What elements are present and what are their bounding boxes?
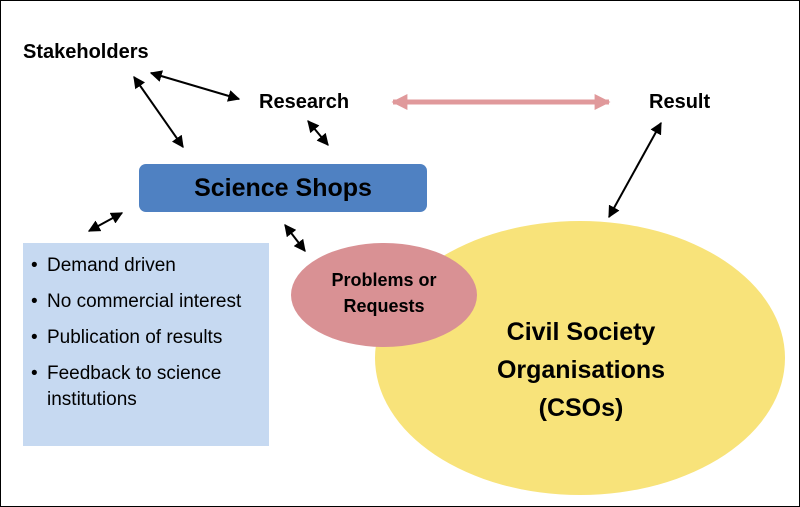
research-label: Research xyxy=(259,91,350,113)
science-shops-label: Science Shops xyxy=(194,173,372,202)
feature-text: Feedback to science institutions xyxy=(47,363,222,410)
stakeholders-label: Stakeholders xyxy=(23,41,149,63)
feature-item: • Demand driven xyxy=(31,253,261,279)
feature-item: • Publication of results xyxy=(31,325,261,351)
bullet-icon: • xyxy=(31,363,38,384)
stakeholders-science-shops-arrow-icon xyxy=(133,76,184,148)
problems-label-line: Problems or xyxy=(331,270,437,290)
research-science-shops-arrow-icon xyxy=(307,120,329,146)
feature-text: No commercial interest xyxy=(47,291,242,312)
problems-node xyxy=(291,243,477,347)
problems-label: Problems or Requests xyxy=(291,267,477,319)
cso-label-line: Organisations xyxy=(496,356,666,384)
stakeholders-research-arrow-icon xyxy=(149,70,241,102)
cso-label: Civil Society Organisations (CSOs) xyxy=(421,313,741,427)
science-shops-node: Science Shops xyxy=(139,164,427,212)
bullet-icon: • xyxy=(31,291,38,312)
cso-label-line: (CSOs) xyxy=(538,394,624,422)
bullet-icon: • xyxy=(31,327,38,348)
features-box: • Demand driven • No commercial interest… xyxy=(23,243,269,446)
problems-label-line: Requests xyxy=(343,296,425,316)
feature-item: • Feedback to science institutions xyxy=(31,361,261,413)
science-shops-problems-arrow-icon xyxy=(284,224,306,252)
feature-item: • No commercial interest xyxy=(31,289,261,315)
result-cso-arrow-icon xyxy=(608,121,662,219)
science-shops-features-arrow-icon xyxy=(87,212,124,232)
bullet-icon: • xyxy=(31,255,38,276)
cso-label-line: Civil Society xyxy=(506,318,656,346)
feature-text: Demand driven xyxy=(47,255,176,276)
features-list: • Demand driven • No commercial interest… xyxy=(31,253,261,413)
feature-text: Publication of results xyxy=(47,327,223,348)
result-label: Result xyxy=(649,91,711,113)
